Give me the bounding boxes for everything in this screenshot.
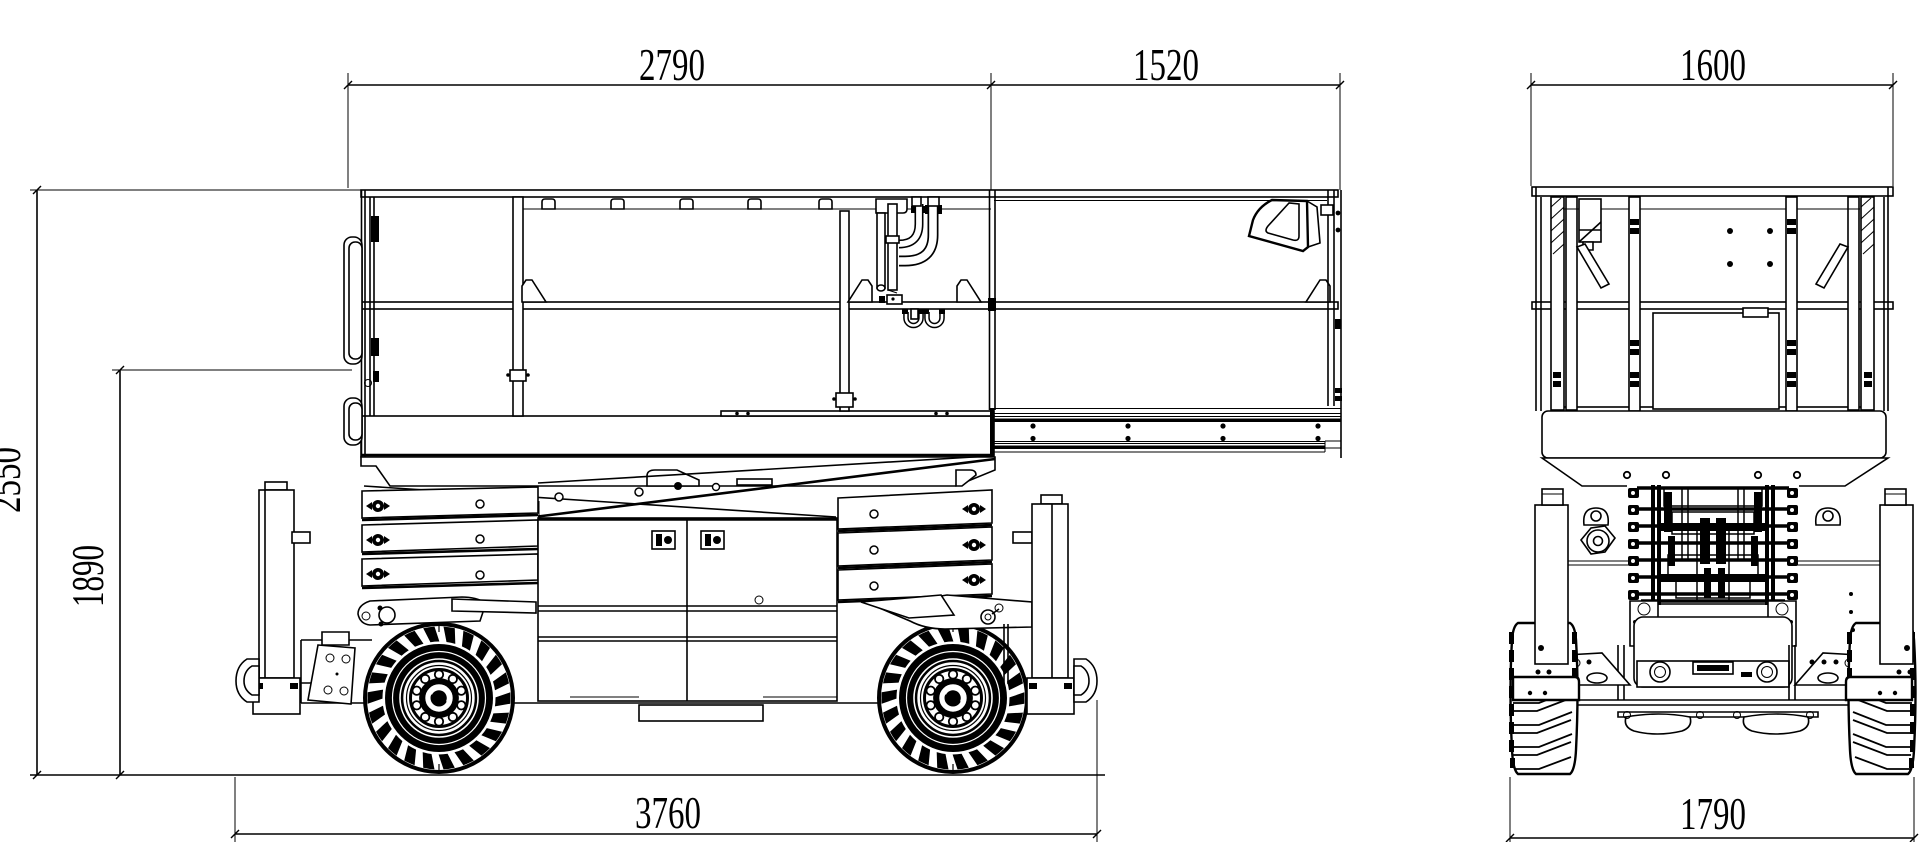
svg-text:1790: 1790	[1680, 788, 1746, 839]
svg-text:3760: 3760	[635, 787, 701, 838]
svg-text:2790: 2790	[639, 39, 705, 90]
svg-text:1600: 1600	[1680, 39, 1746, 90]
svg-text:2550: 2550	[0, 447, 30, 513]
svg-text:1890: 1890	[62, 545, 113, 607]
svg-text:1520: 1520	[1133, 39, 1199, 90]
